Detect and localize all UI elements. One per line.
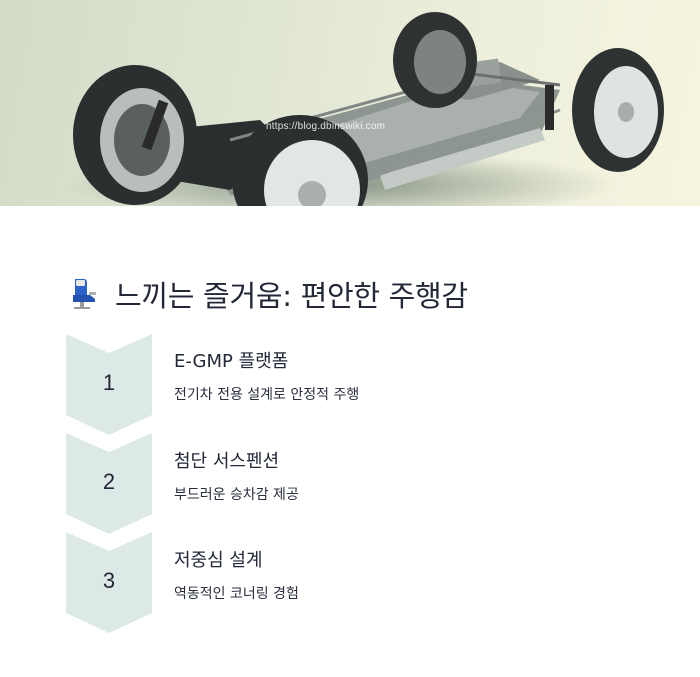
step-description: 역동적인 코너링 경험: [174, 586, 299, 602]
step-content-1: E-GMP 플랫폼 전기차 전용 설계로 안정적 주행: [174, 349, 359, 405]
chevron-shape: [66, 334, 152, 435]
step-chevron-1: 1: [66, 334, 152, 435]
chevron-shape: [66, 532, 152, 633]
chassis-illustration: [73, 12, 664, 206]
step-number: 1: [102, 370, 116, 395]
step-title: E-GMP 플랫폼: [174, 351, 289, 372]
step-description: 전기차 전용 설계로 안정적 주행: [174, 387, 360, 403]
watermark-url: https://blog.dbinswiki.com: [266, 121, 386, 132]
step-title: 첨단 서스펜션: [174, 451, 280, 472]
step-content-2: 첨단 서스펜션 부드러운 승차감 제공: [174, 449, 299, 505]
seat-icon: [73, 279, 96, 309]
step-number: 2: [102, 469, 116, 494]
section-header: 느끼는 즐거움: 편안한 주행감: [68, 270, 468, 318]
step-title: 저중심 설계: [174, 550, 263, 571]
step-number: 3: [102, 568, 116, 593]
step-chevron-2: 2: [66, 433, 152, 534]
step-chevron-3: 3: [66, 532, 152, 633]
step-content-3: 저중심 설계 역동적인 코너링 경험: [174, 548, 299, 604]
section-title: 느끼는 즐거움: 편안한 주행감: [115, 279, 468, 313]
hero-image: https://blog.dbinswiki.com: [0, 0, 700, 206]
step-description: 부드러운 승차감 제공: [174, 487, 299, 503]
chevron-shape: [66, 433, 152, 534]
